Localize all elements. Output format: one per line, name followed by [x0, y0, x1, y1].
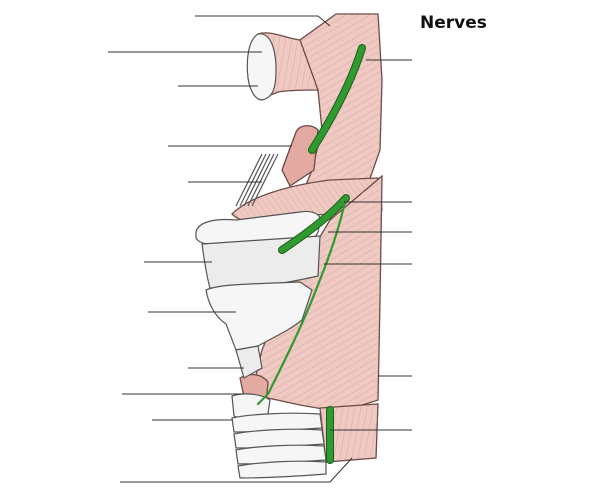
tracheal-ring-4	[237, 460, 327, 479]
muscle-group	[231, 13, 383, 463]
leader-lines	[108, 15, 412, 483]
styloid-process	[235, 153, 279, 207]
esophagus-fibers	[320, 404, 378, 462]
nerve-group	[256, 44, 366, 464]
leader-line-11	[120, 457, 353, 483]
thyroid-cartilage	[205, 281, 313, 351]
external-laryngeal-nerve	[256, 204, 346, 406]
tongue-root-cut-edge	[246, 33, 277, 101]
inferior-constrictor-fibers	[252, 176, 382, 412]
diagram-title: Nerves	[420, 13, 487, 33]
internal-laryngeal-nerve	[279, 195, 349, 253]
glossopharyngeal-nerve	[309, 45, 365, 153]
cricothyroid-ligament	[235, 345, 263, 379]
stylopharyngeus-muscle	[281, 125, 319, 187]
leader-line-1	[195, 15, 331, 27]
